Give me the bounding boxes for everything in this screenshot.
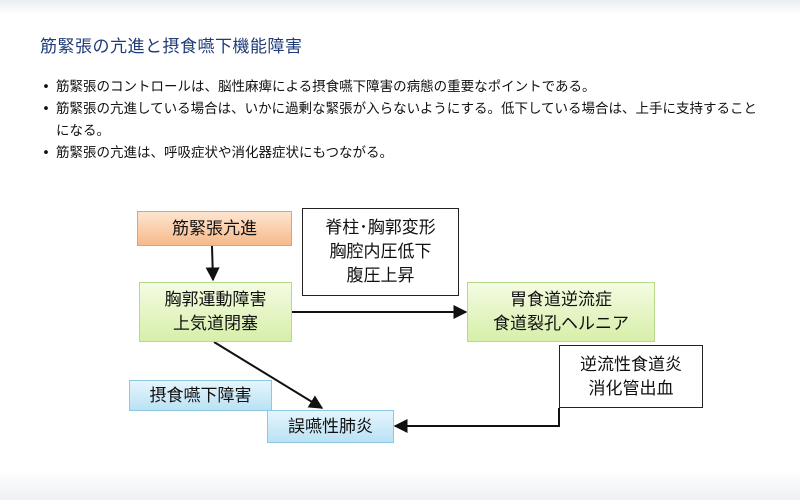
- bullet-item: 筋緊張の亢進している場合は、いかに過剰な緊張が入らないようにする。低下している場…: [40, 98, 770, 142]
- node-kyokaku: 胸郭運動障害 上気道閉塞: [139, 282, 292, 342]
- node-sessyoku: 摂食嚥下障害: [129, 380, 272, 411]
- arrow-kyokaku-to-goen: [213, 341, 324, 409]
- bullet-item: 筋緊張の亢進は、呼吸症状や消化器症状にもつながる。: [40, 142, 770, 164]
- node-kinkincho: 筋緊張亢進: [137, 211, 292, 246]
- bullet-list: 筋緊張のコントロールは、脳性麻痺による摂食嚥下障害の病態の重要なポイントである。…: [40, 76, 770, 164]
- node-goen: 誤嚥性肺炎: [267, 410, 394, 443]
- node-sekichu: 脊柱･胸郭変形 胸腔内圧低下 腹圧上昇: [302, 208, 459, 296]
- arrow-gyakuryu-to-goen: [393, 408, 560, 433]
- node-gyakuryu: 逆流性食道炎 消化管出血: [559, 345, 703, 408]
- node-isyokudo: 胃食道逆流症 食道裂孔ヘルニア: [467, 282, 655, 342]
- arrow-kinkincho-to-kyokaku: [205, 245, 220, 282]
- bullet-item: 筋緊張のコントロールは、脳性麻痺による摂食嚥下障害の病態の重要なポイントである。: [40, 76, 770, 98]
- slide-title: 筋緊張の亢進と摂食嚥下機能障害: [40, 37, 303, 57]
